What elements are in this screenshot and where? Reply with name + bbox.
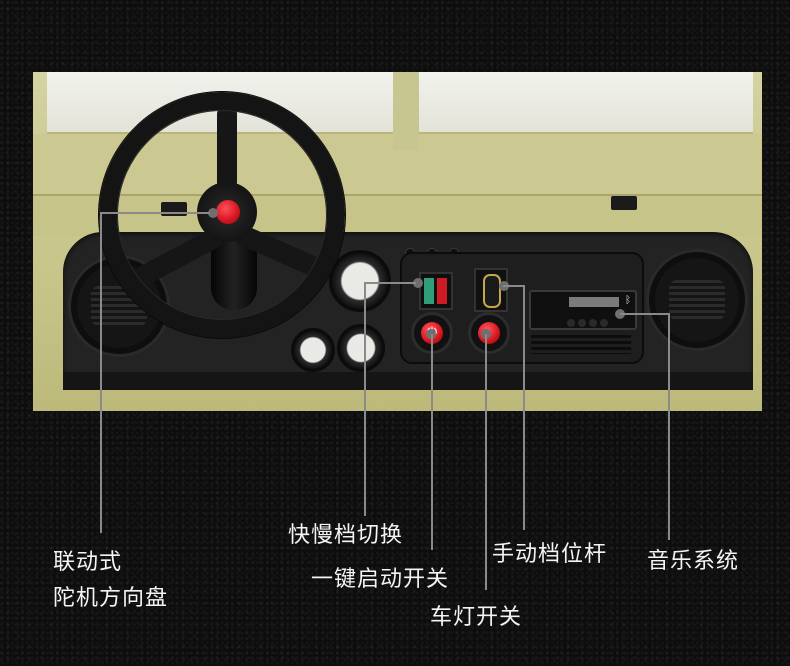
bluetooth-icon: ᛒ (625, 295, 631, 306)
label-gear-lever: 手动档位杆 (492, 542, 608, 567)
rocker-green-half (424, 278, 434, 304)
callout-line-music-h (620, 313, 669, 315)
callout-line-light (485, 334, 487, 590)
music-buttons (567, 312, 611, 331)
windshield-right (419, 72, 753, 135)
callout-line-music-v (668, 313, 670, 540)
dashboard-photo: ⏻ ᛒ (33, 72, 762, 411)
speed-rocker-switch[interactable] (419, 272, 453, 310)
rocker-red-half (437, 278, 447, 304)
callout-line-steering-v (100, 212, 102, 533)
label-steering-line1: 联动式 (53, 550, 123, 575)
label-start-button: 一键启动开关 (311, 567, 450, 592)
horn-button[interactable] (216, 200, 240, 224)
callout-dot-speed (413, 278, 423, 288)
label-steering-line2: 陀机方向盘 (53, 586, 169, 611)
windshield-center-pillar (393, 72, 419, 150)
music-display (569, 297, 619, 307)
callout-line-start (431, 334, 433, 550)
callout-line-gear-h (503, 285, 524, 287)
small-gauge-right (337, 324, 385, 372)
callout-line-speed-v (364, 282, 366, 516)
label-light-switch: 车灯开关 (430, 605, 523, 630)
label-speed-switch: 快慢档切换 (288, 523, 404, 548)
windshield-latch-right (611, 196, 637, 210)
small-gauge-left (291, 328, 335, 372)
music-player[interactable]: ᛒ (529, 290, 637, 330)
callout-dot-steering (208, 208, 218, 218)
right-speaker (649, 252, 745, 348)
speedometer-gauge (329, 250, 391, 312)
callout-line-speed-h (364, 282, 416, 284)
dashboard-lip (63, 372, 753, 390)
label-music-system: 音乐系统 (647, 549, 740, 574)
callout-line-gear-v (523, 285, 525, 530)
callout-line-steering-h (100, 212, 210, 214)
music-speaker-grille (531, 332, 631, 354)
light-button[interactable] (468, 312, 510, 354)
